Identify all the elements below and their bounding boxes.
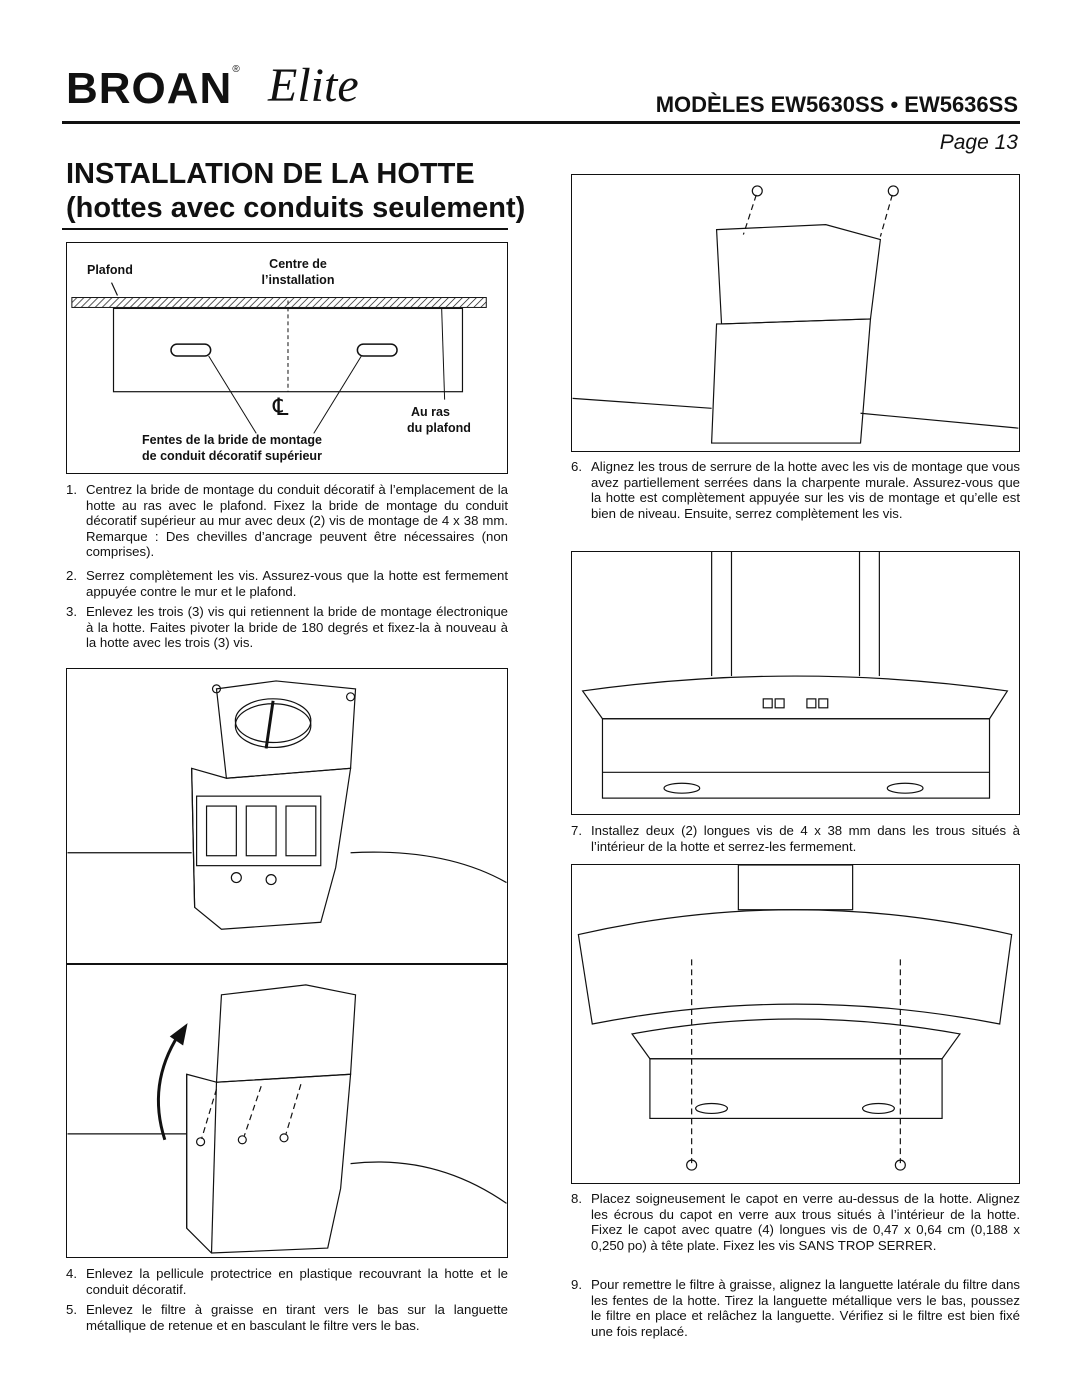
section-subtitle: (hottes avec conduits seulement) bbox=[66, 192, 526, 224]
ceiling-bracket-drawing bbox=[71, 282, 487, 434]
hood-front-drawing bbox=[581, 552, 1009, 799]
step-text: Pour remettre le filtre à graisse, align… bbox=[591, 1277, 1020, 1339]
glass-canopy-drawing bbox=[577, 865, 1013, 1171]
figure-hood-front bbox=[571, 551, 1020, 815]
page-number: Page 13 bbox=[939, 131, 1018, 154]
models-heading: MODÈLES EW5630SS • EW5636SS bbox=[655, 92, 1018, 117]
step-number: 4. bbox=[66, 1266, 77, 1281]
step-text: Enlevez les trois (3) vis qui retiennent… bbox=[86, 604, 508, 651]
step-number: 9. bbox=[571, 1277, 582, 1292]
step-text: Enlevez la pellicule protectrice en plas… bbox=[86, 1266, 508, 1297]
label-centre-1: Centre de bbox=[269, 257, 327, 271]
figure-ceiling-bracket: Plafond Centre de l’installation ℄ Au ra… bbox=[66, 242, 508, 474]
label-fentes-1: Fentes de la bride de montage bbox=[142, 433, 322, 447]
step-text: Installez deux (2) longues vis de 4 x 38… bbox=[591, 823, 1020, 854]
step-number: 2. bbox=[66, 568, 77, 583]
bracket-rotated-drawing bbox=[67, 984, 507, 1254]
step-5: 5. Enlevez le filtre à graisse en tirant… bbox=[66, 1302, 508, 1333]
figure-bracket-rotated bbox=[66, 964, 508, 1258]
figure-hood-wall-mount bbox=[571, 174, 1020, 452]
label-fentes-2: de conduit décoratif supérieur bbox=[142, 449, 322, 463]
step-number: 3. bbox=[66, 604, 77, 619]
step-7: 7. Installez deux (2) longues vis de 4 x… bbox=[571, 823, 1020, 854]
step-1: 1. Centrez la bride de montage du condui… bbox=[66, 482, 508, 560]
step-2: 2. Serrez complètement les vis. Assurez-… bbox=[66, 568, 508, 599]
step-text: Centrez la bride de montage du conduit d… bbox=[86, 482, 508, 560]
title-rule bbox=[62, 228, 508, 230]
centerline-symbol: ℄ bbox=[273, 394, 289, 421]
label-centre-2: l’installation bbox=[261, 273, 335, 287]
label-auras-1: Au ras bbox=[411, 405, 450, 419]
step-number: 8. bbox=[571, 1191, 582, 1206]
step-4: 4. Enlevez la pellicule protectrice en p… bbox=[66, 1266, 508, 1297]
brand-logo: BROAN® bbox=[66, 64, 241, 113]
label-plafond: Plafond bbox=[87, 263, 133, 277]
step-6: 6. Alignez les trous de serrure de la ho… bbox=[571, 459, 1020, 521]
step-number: 1. bbox=[66, 482, 77, 497]
step-text: Serrez complètement les vis. Assurez-vou… bbox=[86, 568, 508, 599]
step-number: 6. bbox=[571, 459, 582, 474]
step-3: 3. Enlevez les trois (3) vis qui retienn… bbox=[66, 604, 508, 651]
figure-glass-canopy bbox=[571, 864, 1020, 1184]
step-8: 8. Placez soigneusement le capot en verr… bbox=[571, 1191, 1020, 1253]
step-number: 7. bbox=[571, 823, 582, 838]
header-rule bbox=[62, 121, 1020, 124]
brand-sub-logo: Elite bbox=[268, 59, 359, 112]
step-text: Enlevez le filtre à graisse en tirant ve… bbox=[86, 1302, 508, 1333]
label-auras-2: du plafond bbox=[407, 421, 471, 435]
step-text: Placez soigneusement le capot en verre a… bbox=[591, 1191, 1020, 1253]
figure-bracket-removed bbox=[66, 668, 508, 964]
step-number: 5. bbox=[66, 1302, 77, 1317]
hood-wall-mount-drawing bbox=[572, 185, 1019, 444]
bracket-removed-drawing bbox=[67, 680, 507, 930]
section-title: INSTALLATION DE LA HOTTE bbox=[66, 158, 475, 190]
step-9: 9. Pour remettre le filtre à graisse, al… bbox=[571, 1277, 1020, 1339]
step-text: Alignez les trous de serrure de la hotte… bbox=[591, 459, 1020, 521]
